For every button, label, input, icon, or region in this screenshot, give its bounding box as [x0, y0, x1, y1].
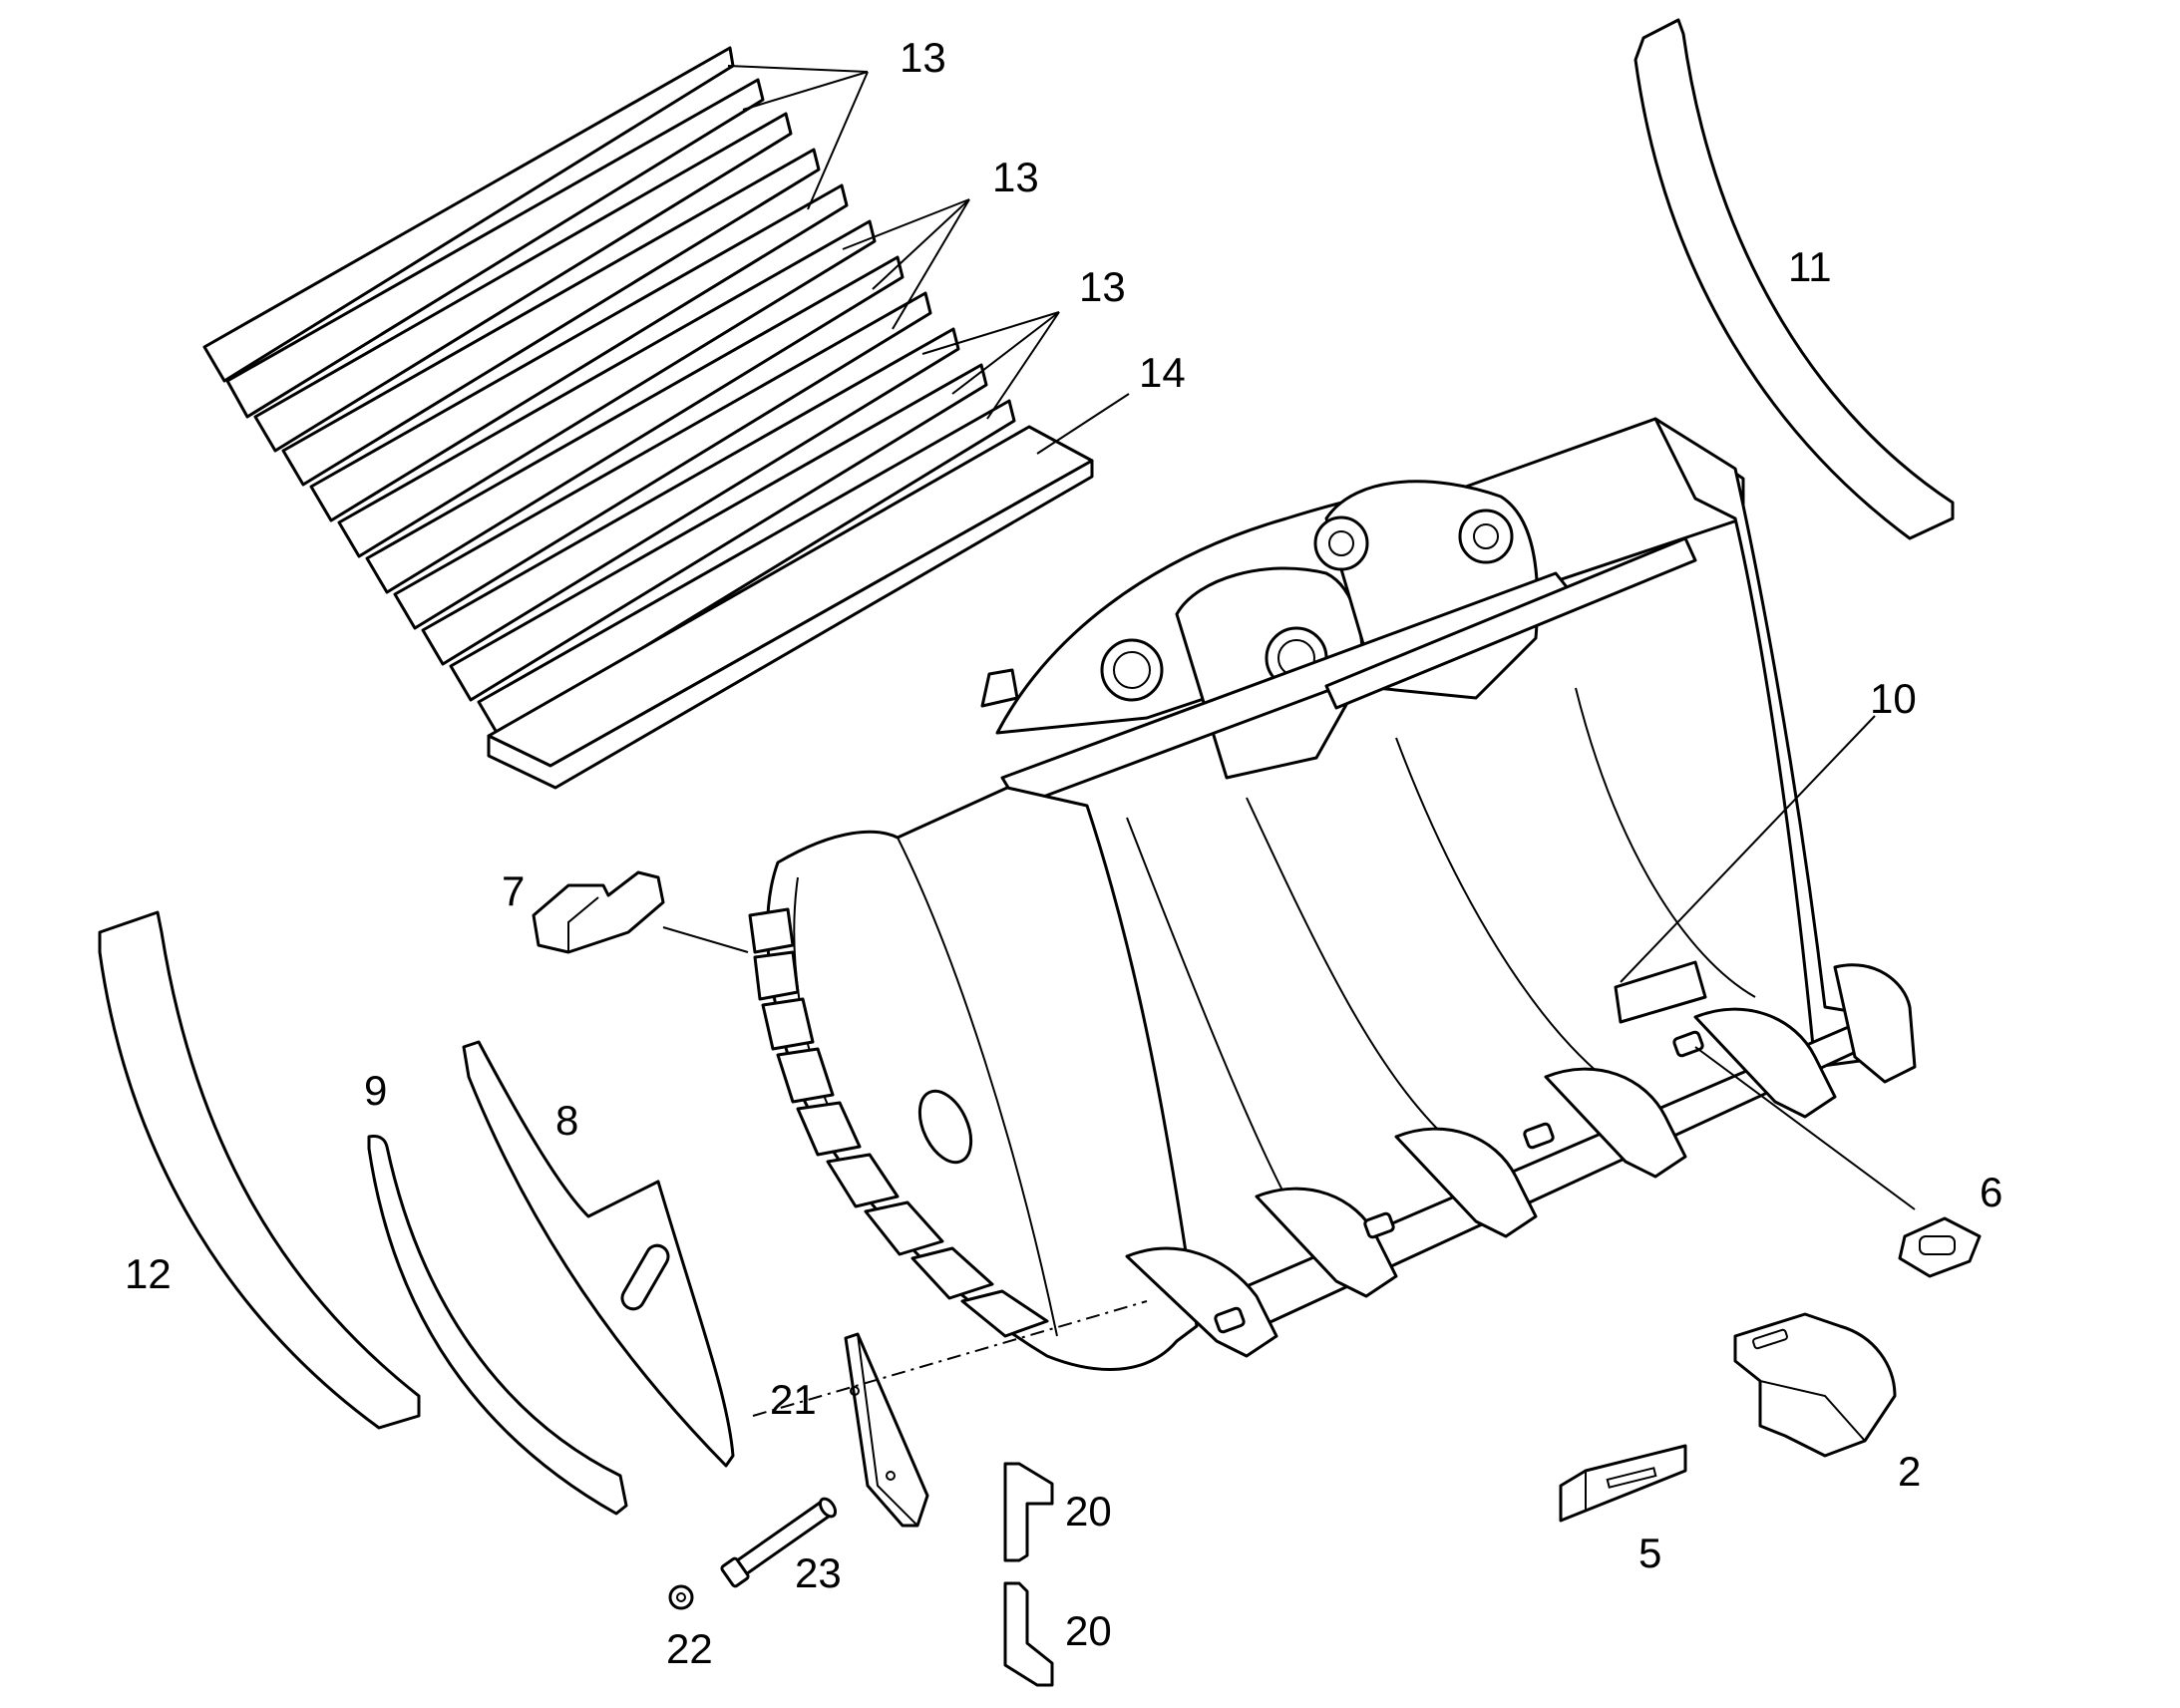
callout-7: 7: [502, 867, 525, 914]
callout-10: 10: [1870, 675, 1917, 722]
washer-22: [668, 1584, 694, 1610]
tooth-2: [1733, 1312, 1897, 1458]
side-cutter-12: [98, 910, 421, 1430]
callout-13c: 13: [1079, 263, 1126, 310]
side-cutter-11: [1634, 18, 1955, 540]
callout-22: 22: [666, 1625, 713, 1672]
callout-9: 9: [364, 1067, 387, 1114]
callout-20b: 20: [1065, 1607, 1112, 1654]
callout-11: 11: [1788, 243, 1832, 290]
callout-2: 2: [1898, 1448, 1921, 1495]
lock-5: [1559, 1444, 1687, 1523]
block-7: [532, 870, 665, 954]
cutter-bar-21: [844, 1332, 929, 1528]
shim-20-upper: [1003, 1462, 1054, 1562]
callout-12: 12: [125, 1250, 172, 1297]
leader-lines: [662, 65, 1916, 1210]
side-plate-8: [462, 1040, 735, 1468]
bucket-body: [748, 417, 1917, 1371]
wear-strips-13: [202, 46, 1016, 738]
wear-plate-14: [487, 425, 1094, 790]
callout-20a: 20: [1065, 1488, 1112, 1535]
side-blade-9: [367, 1135, 628, 1516]
callout-21: 21: [770, 1376, 817, 1423]
shim-20-lower: [1003, 1581, 1054, 1687]
callout-14: 14: [1139, 349, 1186, 396]
callout-13a: 13: [900, 34, 946, 81]
assembly-centerline: [752, 1300, 1148, 1417]
callout-5: 5: [1638, 1530, 1661, 1576]
callout-23: 23: [795, 1549, 842, 1596]
callout-8: 8: [555, 1097, 578, 1144]
pin-23: [720, 1497, 838, 1588]
callout-6: 6: [1980, 1169, 2002, 1215]
bucket-teeth: [1125, 963, 1917, 1358]
callout-13b: 13: [992, 154, 1039, 200]
clip-6: [1898, 1216, 1982, 1278]
